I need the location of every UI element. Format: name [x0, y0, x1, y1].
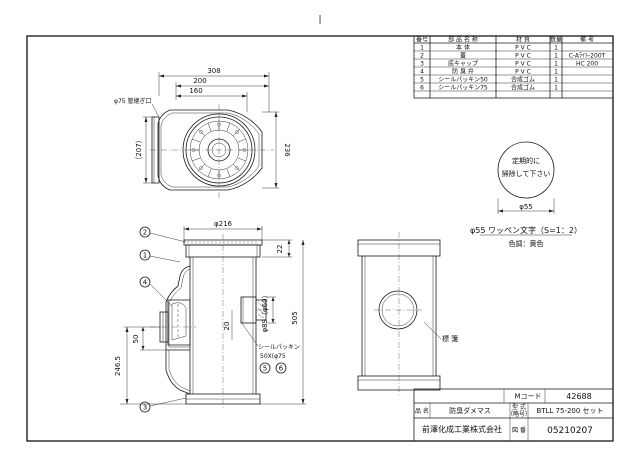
name-value: 防臭ダメマス [449, 406, 491, 415]
table-cell-qty: 1 [554, 45, 558, 52]
table-cell-name: 本 体 [456, 44, 470, 52]
callout-number: 5 [263, 365, 267, 373]
table-cell-material: P V C [515, 53, 531, 60]
table-cell-name: シールパッキン75 [438, 85, 488, 92]
title-block: Mコード 42688 品 名 防臭ダメマス 型 式 （略号） BTLL 75-2… [413, 388, 614, 442]
dim-160: 160 [189, 87, 202, 95]
table-cell-qty: 1 [554, 85, 558, 92]
table-cell-material: P V C [515, 61, 531, 68]
name-label: 品 名 [415, 407, 429, 415]
callout-4: 4 [139, 276, 173, 307]
callout-3: 3 [139, 397, 187, 413]
table-cell-material: 合成ゴム [511, 76, 535, 84]
company-name: 前澤化成工業株式会社 [422, 424, 502, 434]
drawing-no: 05210207 [547, 426, 593, 436]
emblem-text-line2: 掃除して下さい [502, 169, 551, 178]
table-cell-no: 1 [420, 45, 424, 52]
callout-1: 1 [139, 249, 181, 263]
side-view-label: 標 箋 [442, 334, 458, 343]
dim-246-5: 246.5 [114, 356, 122, 376]
emblem-dim: φ55 [519, 203, 533, 211]
callout-2: 2 [139, 226, 187, 243]
table-cell-qty: 1 [554, 77, 558, 84]
model-label-abbr: （略号） [507, 410, 531, 418]
table-cell-name: 底キャップ [448, 60, 478, 68]
dim-216: φ216 [214, 220, 233, 228]
table-cell-no: 3 [420, 61, 424, 68]
model-value: BTLL 75-200 セット [536, 407, 603, 415]
section-view: φ216 [114, 220, 306, 413]
dim-20: 20 [223, 322, 231, 331]
table-cell-qty: 1 [554, 69, 558, 76]
emblem-color-note: 色調：黄色 [509, 239, 544, 248]
dim-outlet: φ89（φ60） [261, 291, 269, 332]
top-mark: | [318, 15, 321, 25]
emblem-detail: 定期的に 掃除して下さい φ55 φ55 ワッペン文字（S=1：2） 色調：黄色 [470, 141, 582, 248]
callout-number: 1 [143, 252, 147, 260]
callout-number: 3 [143, 404, 147, 412]
table-cell-note: HC 200 [576, 61, 598, 68]
table-header-name: 部 品 名 称 [448, 36, 478, 44]
dim-505: 505 [291, 311, 299, 324]
table-header-material: 材 質 [516, 36, 530, 44]
table-cell-name: 蓋 [460, 52, 466, 60]
table-header-qty: 数量 [550, 36, 562, 44]
table-header-note: 備 考 [580, 36, 594, 44]
drawing-no-label: 図 番 [512, 427, 526, 434]
callout-number: 6 [279, 365, 284, 373]
mcode-label: Mコード [514, 393, 541, 401]
table-cell-no: 5 [420, 77, 424, 84]
callout-5: 5 [259, 362, 271, 374]
parts-table: 番号 部 品 名 称 材 質 数量 備 考 1 本 体 P V C 1 2 蓋 … [413, 36, 614, 99]
emblem-text-line1: 定期的に [512, 156, 540, 165]
mcode-value: 42688 [566, 392, 591, 401]
table-cell-qty: 1 [554, 53, 558, 60]
callout-number: 4 [143, 279, 148, 287]
table-cell-no: 2 [420, 53, 424, 60]
table-cell-material: P V C [515, 45, 531, 52]
dim-207: （207） [135, 136, 143, 163]
dim-22: 22 [276, 245, 284, 254]
table-cell-no: 4 [420, 69, 424, 76]
dim-50: 50 [132, 335, 140, 344]
table-cell-name: 防 臭 弁 [452, 68, 474, 76]
dim-200: 200 [193, 77, 206, 85]
table-cell-name: シールパッキン50 [438, 77, 488, 84]
table-cell-note: C-Aﾗｲﾄ-200T [569, 53, 606, 60]
callout-number: 2 [143, 229, 147, 237]
table-header-no: 番号 [416, 37, 428, 44]
side-view: 標 箋 [357, 232, 458, 396]
dim-236: 236 [283, 143, 291, 157]
dim-308: 308 [207, 67, 220, 75]
plan-view: 308 200 160 φ75 管継ぎ口 [114, 67, 291, 198]
seal-label: シールパッキン [258, 344, 300, 351]
table-cell-no: 6 [420, 85, 424, 92]
table-cell-material: P V C [515, 69, 531, 76]
seal-size: 50X(φ75 [260, 353, 286, 360]
drawing-frame [26, 35, 614, 442]
emblem-caption: φ55 ワッペン文字（S=1：2） [470, 225, 582, 235]
model-label: 型 式 [512, 403, 526, 411]
table-cell-qty: 1 [554, 61, 558, 68]
table-cell-material: 合成ゴム [511, 84, 535, 92]
inlet-label: φ75 管継ぎ口 [114, 97, 152, 105]
callout-6: 6 [275, 362, 287, 374]
